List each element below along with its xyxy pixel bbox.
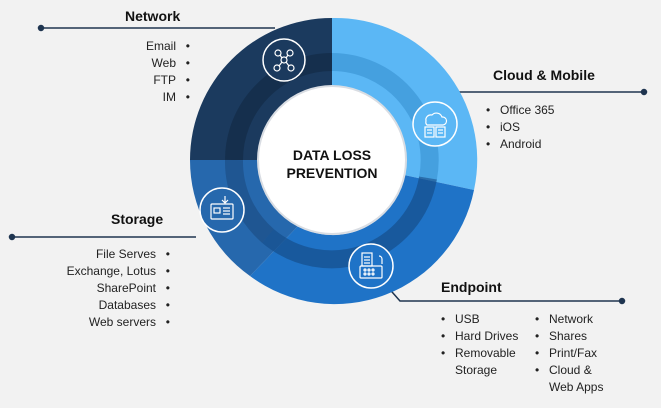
network-item: Web <box>110 55 190 72</box>
center-label: DATA LOSS PREVENTION <box>270 146 394 182</box>
storage-item: Web servers <box>40 314 170 331</box>
endpoint-item: Removable Storage <box>439 345 525 379</box>
endpoint-item: Hard Drives <box>439 328 525 345</box>
center-disc <box>257 85 407 235</box>
storage-device-icon <box>199 187 245 233</box>
cloud-server-icon <box>412 101 458 147</box>
endpoint-item: Network <box>533 311 619 328</box>
network-item: IM <box>110 89 190 106</box>
endpoint-leader <box>384 283 622 302</box>
endpoint-item: Shares <box>533 328 619 345</box>
storage-title: Storage <box>111 211 164 227</box>
document-device-icon <box>348 243 394 289</box>
storage-list: File Serves Exchange, Lotus SharePoint D… <box>40 246 170 331</box>
endpoint-list-right: Network Shares Print/Fax Cloud & Web App… <box>533 311 619 396</box>
leader-lines <box>8 24 648 305</box>
storage-item: Exchange, Lotus <box>40 263 170 280</box>
network-item: Email <box>110 38 190 55</box>
center-label-line2: PREVENTION <box>286 165 378 181</box>
cloud-item: Office 365 <box>484 102 604 119</box>
endpoint-title: Endpoint <box>441 279 502 295</box>
storage-item: Databases <box>40 297 170 314</box>
endpoint-item: Print/Fax <box>533 345 619 362</box>
cloud-item: Android <box>484 136 604 153</box>
endpoint-item: Cloud & Web Apps <box>533 362 619 396</box>
cloud-item: iOS <box>484 119 604 136</box>
cloud-list: Office 365 iOS Android <box>484 102 604 153</box>
center-label-line1: DATA LOSS <box>292 147 372 163</box>
network-nodes-icon <box>262 38 306 82</box>
storage-item: SharePoint <box>40 280 170 297</box>
endpoint-list-left: USB Hard Drives Removable Storage <box>439 311 525 379</box>
network-list: Email Web FTP IM <box>110 38 190 106</box>
network-title: Network <box>125 8 181 24</box>
storage-item: File Serves <box>40 246 170 263</box>
cloud-title: Cloud & Mobile <box>493 67 595 83</box>
network-item: FTP <box>110 72 190 89</box>
endpoint-item: USB <box>439 311 525 328</box>
icon-badges <box>199 38 458 289</box>
